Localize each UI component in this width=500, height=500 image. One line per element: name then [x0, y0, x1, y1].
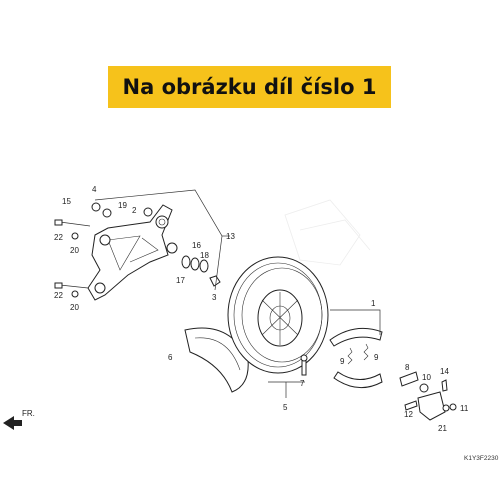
callouts: 1 2 3 4 5 6 7 8 9 9 10 11 12 13 14 15 16… [54, 185, 469, 433]
callout-7: 7 [300, 379, 305, 388]
callout-8: 8 [405, 363, 410, 372]
brake-arm [399, 371, 457, 421]
callout-14: 14 [440, 367, 449, 376]
callout-9a: 9 [340, 357, 345, 366]
callout-22a: 22 [54, 233, 63, 242]
callout-6: 6 [168, 353, 173, 362]
callout-12: 12 [404, 410, 413, 419]
title-banner: Na obrázku díl číslo 1 [108, 66, 391, 108]
callout-17: 17 [176, 276, 185, 285]
callout-10: 10 [422, 373, 431, 382]
callout-20a: 20 [70, 246, 79, 255]
callout-5: 5 [283, 403, 288, 412]
callout-15: 15 [62, 197, 71, 206]
callout-21: 21 [438, 424, 447, 433]
bushings-and-seals [54, 202, 221, 298]
swing-arm [87, 204, 173, 301]
watermark [284, 199, 371, 266]
callout-18: 18 [200, 251, 209, 260]
callout-19: 19 [118, 201, 127, 210]
bracket-1 [330, 309, 381, 335]
callout-1: 1 [371, 299, 376, 308]
bracket-13 [94, 189, 223, 291]
title-text: Na obrázku díl číslo 1 [122, 75, 377, 99]
brake-shoes [329, 327, 383, 389]
callout-16: 16 [192, 241, 201, 250]
callout-22b: 22 [54, 291, 63, 300]
callout-13: 13 [226, 232, 235, 241]
mud-guard [184, 327, 249, 393]
callout-4: 4 [92, 185, 97, 194]
valve [300, 354, 308, 376]
callout-3: 3 [212, 293, 217, 302]
fr-label: FR. [22, 409, 35, 418]
rear-wheel [227, 256, 329, 374]
callout-20b: 20 [70, 303, 79, 312]
diagram-code: K1Y3F2230 [464, 455, 499, 462]
callout-2: 2 [132, 206, 137, 215]
callout-9b: 9 [374, 353, 379, 362]
callout-11: 11 [460, 404, 469, 413]
front-direction-arrow: FR. [3, 409, 35, 430]
